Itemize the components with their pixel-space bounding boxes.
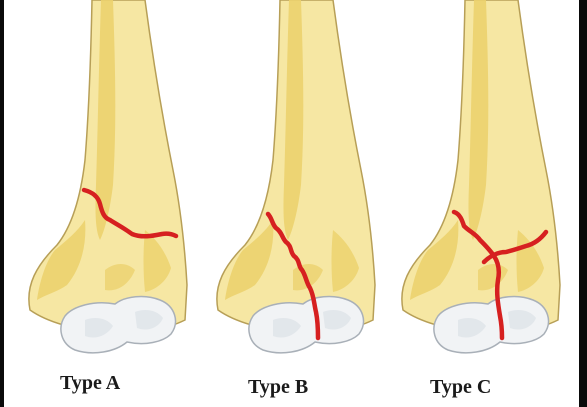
bone-type-c [402, 0, 560, 353]
label-type-a: Type A [60, 372, 120, 395]
bone-type-a [29, 0, 187, 353]
label-type-c: Type C [430, 376, 491, 399]
bone-type-b [217, 0, 375, 353]
label-type-b: Type B [248, 376, 308, 399]
